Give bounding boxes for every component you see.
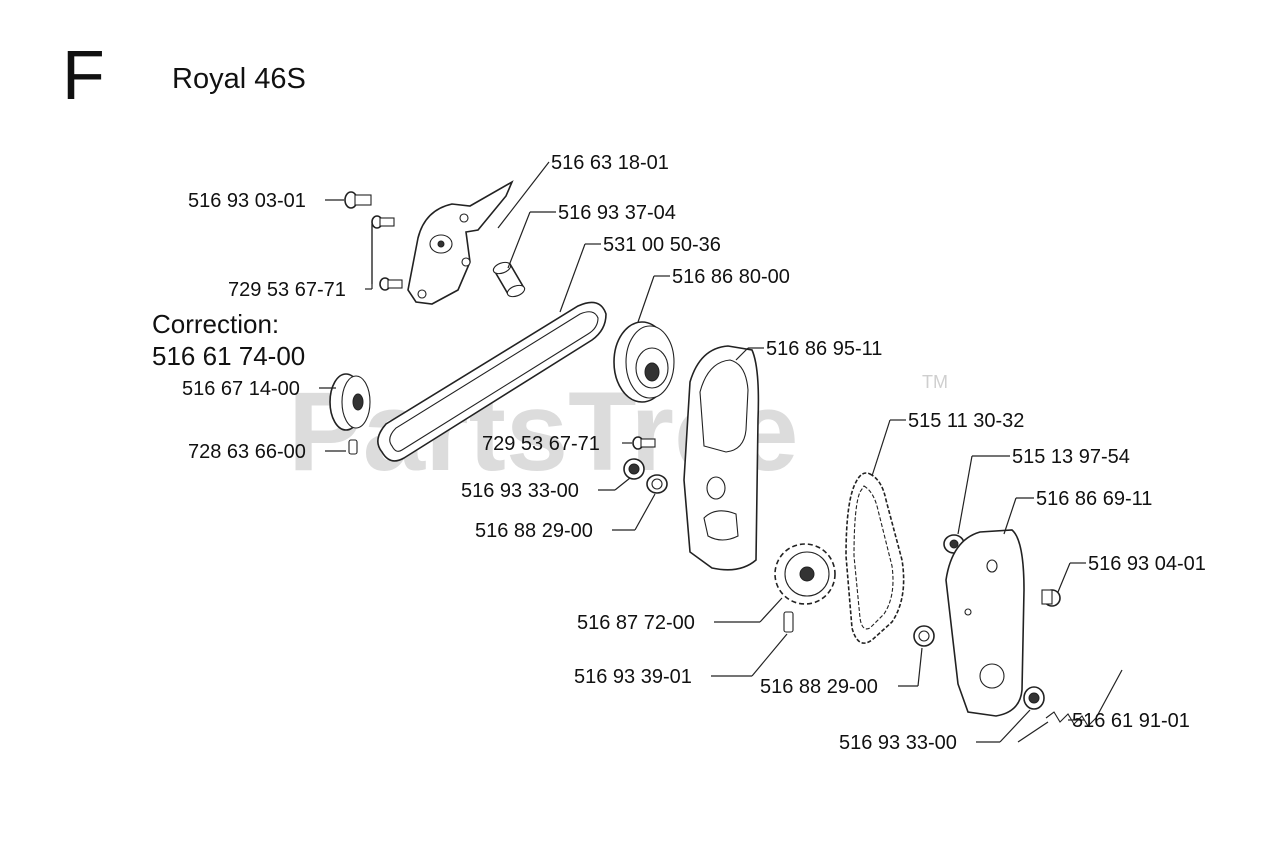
- sprocket-part: [774, 543, 836, 605]
- part-callouts: 516 63 18-01 516 93 03-01 516 93 37-04 5…: [182, 152, 1206, 754]
- chain-cover-part: [945, 529, 1025, 717]
- callout-516-67-14-00[interactable]: 516 67 14-00: [182, 378, 300, 400]
- callout-516-86-95-11[interactable]: 516 86 95-11: [766, 338, 882, 360]
- roller-chain-part: [845, 472, 905, 644]
- spacer-tube-part: [492, 261, 526, 298]
- callout-516-87-72-00[interactable]: 516 87 72-00: [577, 612, 695, 634]
- callout-516-63-18-01[interactable]: 516 63 18-01: [551, 152, 669, 174]
- driven-pulley-part: [613, 321, 675, 403]
- callout-516-93-33-00-lower[interactable]: 516 93 33-00: [839, 732, 957, 754]
- leader-lines: [319, 161, 1086, 743]
- callout-516-93-03-01[interactable]: 516 93 03-01: [188, 190, 306, 212]
- bushing-part-middle: [646, 474, 668, 494]
- callout-515-11-30-32[interactable]: 515 11 30-32: [908, 410, 1024, 432]
- callout-516-93-04-01[interactable]: 516 93 04-01: [1088, 553, 1206, 575]
- callout-516-61-91-01[interactable]: 516 61 91-01: [1072, 710, 1190, 732]
- callout-516-93-37-04[interactable]: 516 93 37-04: [558, 202, 676, 224]
- spring-part: [1017, 669, 1123, 743]
- screw-part-middle: [632, 436, 656, 450]
- callout-516-93-39-01[interactable]: 516 93 39-01: [574, 666, 692, 688]
- set-screw-part: [348, 439, 358, 455]
- screw-part: [344, 191, 372, 209]
- screw-part-right: [1041, 589, 1061, 607]
- bearing-part-lower: [1023, 686, 1045, 710]
- callout-531-00-50-36[interactable]: 531 00 50-36: [603, 234, 721, 256]
- callout-516-86-80-00[interactable]: 516 86 80-00: [672, 266, 790, 288]
- chain-case-part: [683, 345, 760, 571]
- pin-part: [783, 611, 794, 633]
- screw-pair-part: [371, 215, 403, 291]
- section-letter: F: [62, 36, 105, 114]
- callout-516-88-29-00-middle[interactable]: 516 88 29-00: [475, 520, 593, 542]
- watermark-trademark: TM: [922, 372, 948, 392]
- correction-part-number: 516 61 74-00: [152, 341, 306, 371]
- correction-label: Correction:: [152, 309, 280, 339]
- upper-cover-bracket-part: [407, 180, 514, 305]
- callout-516-88-29-00-lower[interactable]: 516 88 29-00: [760, 676, 878, 698]
- callout-729-53-67-71-middle[interactable]: 729 53 67-71: [482, 433, 600, 455]
- callout-516-93-33-00-middle[interactable]: 516 93 33-00: [461, 480, 579, 502]
- model-title: Royal 46S: [172, 63, 306, 95]
- bearing-part-middle: [623, 458, 645, 480]
- callout-516-86-69-11[interactable]: 516 86 69-11: [1036, 488, 1152, 510]
- callout-729-53-67-71-upper[interactable]: 729 53 67-71: [228, 279, 346, 301]
- callout-728-63-66-00[interactable]: 728 63 66-00: [188, 441, 306, 463]
- callout-515-13-97-54[interactable]: 515 13 97-54: [1012, 446, 1130, 468]
- bushing-part-lower: [913, 625, 935, 647]
- v-belt-part: [377, 301, 607, 462]
- drive-pulley-part: [329, 373, 371, 431]
